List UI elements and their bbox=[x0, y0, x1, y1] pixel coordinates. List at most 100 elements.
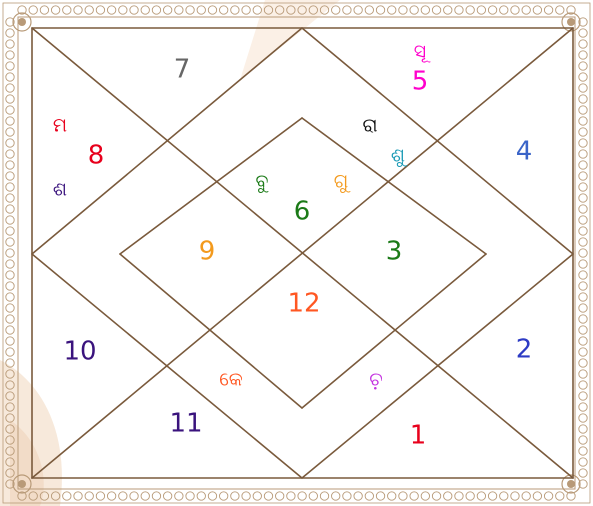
border-loop bbox=[51, 6, 59, 14]
border-loop bbox=[320, 492, 328, 500]
border-loop bbox=[175, 492, 183, 500]
border-loop bbox=[119, 6, 127, 14]
border-loop bbox=[579, 337, 587, 345]
border-loop bbox=[152, 6, 160, 14]
border-loop bbox=[309, 492, 317, 500]
border-loop bbox=[231, 6, 239, 14]
border-loop bbox=[6, 84, 14, 92]
border-loop bbox=[477, 492, 485, 500]
border-loop bbox=[579, 51, 587, 59]
planet-label: ଶୁ bbox=[391, 145, 408, 167]
border-loop bbox=[6, 95, 14, 103]
house-number-11: 11 bbox=[169, 409, 202, 439]
border-loop bbox=[197, 6, 205, 14]
border-loop bbox=[579, 425, 587, 433]
border-loop bbox=[287, 492, 295, 500]
border-loop bbox=[298, 492, 306, 500]
border-loop bbox=[432, 492, 440, 500]
border-loop bbox=[388, 6, 396, 14]
border-loop bbox=[579, 128, 587, 136]
border-loop bbox=[219, 492, 227, 500]
planet-label: ବୁ bbox=[256, 171, 269, 193]
border-loop bbox=[6, 293, 14, 301]
border-loop bbox=[6, 326, 14, 334]
border-loop bbox=[6, 183, 14, 191]
border-loop bbox=[556, 6, 564, 14]
border-loop bbox=[579, 40, 587, 48]
border-loop bbox=[6, 139, 14, 147]
border-loop bbox=[163, 6, 171, 14]
border-loop bbox=[579, 403, 587, 411]
corner-flourish-dot bbox=[567, 480, 575, 488]
border-loop bbox=[6, 315, 14, 323]
border-loop bbox=[421, 6, 429, 14]
chart-lines bbox=[32, 28, 573, 478]
border-loop bbox=[511, 492, 519, 500]
border-loop bbox=[500, 492, 508, 500]
planet-label: କେ bbox=[219, 369, 243, 391]
border-loop bbox=[74, 6, 82, 14]
border-loop bbox=[6, 238, 14, 246]
border-loop bbox=[579, 95, 587, 103]
border-loop bbox=[6, 150, 14, 158]
border-loop bbox=[533, 6, 541, 14]
house-number-5: 5 bbox=[412, 67, 429, 97]
border-loop bbox=[579, 117, 587, 125]
border-loop bbox=[6, 227, 14, 235]
border-loop bbox=[579, 260, 587, 268]
border-loop bbox=[579, 282, 587, 290]
border-loop bbox=[6, 337, 14, 345]
border-loop bbox=[488, 492, 496, 500]
border-loop bbox=[579, 304, 587, 312]
border-loop bbox=[466, 492, 474, 500]
border-loop bbox=[376, 6, 384, 14]
border-loop bbox=[74, 492, 82, 500]
border-loop bbox=[477, 6, 485, 14]
border-loop bbox=[6, 194, 14, 202]
border-loop bbox=[186, 6, 194, 14]
border-inner-rule bbox=[18, 17, 575, 489]
border-loop bbox=[579, 205, 587, 213]
border-loop bbox=[579, 194, 587, 202]
border-loop bbox=[231, 492, 239, 500]
house-number-3: 3 bbox=[386, 237, 403, 267]
border-loop bbox=[141, 6, 149, 14]
house-number-7: 7 bbox=[174, 55, 191, 85]
border-loop bbox=[107, 492, 115, 500]
chart-line bbox=[302, 118, 486, 254]
border-loop bbox=[399, 492, 407, 500]
border-loop bbox=[242, 6, 250, 14]
corner-flourish-dot bbox=[18, 480, 26, 488]
border-loop bbox=[579, 370, 587, 378]
border-loop bbox=[455, 6, 463, 14]
border-loop bbox=[6, 282, 14, 290]
border-loop bbox=[85, 6, 93, 14]
border-loop bbox=[579, 469, 587, 477]
border-loop bbox=[253, 492, 261, 500]
border-loop bbox=[186, 492, 194, 500]
border-loop bbox=[141, 492, 149, 500]
border-loop bbox=[556, 492, 564, 500]
border-loop bbox=[533, 492, 541, 500]
border-loop bbox=[579, 238, 587, 246]
border-loop bbox=[579, 227, 587, 235]
border-loop bbox=[275, 492, 283, 500]
border-loop bbox=[579, 414, 587, 422]
border-loop bbox=[511, 6, 519, 14]
border-loop bbox=[63, 6, 71, 14]
border-loop bbox=[544, 6, 552, 14]
border-loop bbox=[354, 492, 362, 500]
border-loop bbox=[63, 492, 71, 500]
border-loop bbox=[253, 6, 261, 14]
border-loop bbox=[488, 6, 496, 14]
border-loop bbox=[119, 492, 127, 500]
border-loop bbox=[96, 6, 104, 14]
border-loop bbox=[579, 447, 587, 455]
border-loop bbox=[130, 492, 138, 500]
border-loop bbox=[96, 492, 104, 500]
border-loop bbox=[6, 216, 14, 224]
border-loop bbox=[175, 6, 183, 14]
border-loop bbox=[6, 172, 14, 180]
corner-flourish-dot bbox=[567, 18, 575, 26]
chart-line bbox=[120, 118, 302, 254]
